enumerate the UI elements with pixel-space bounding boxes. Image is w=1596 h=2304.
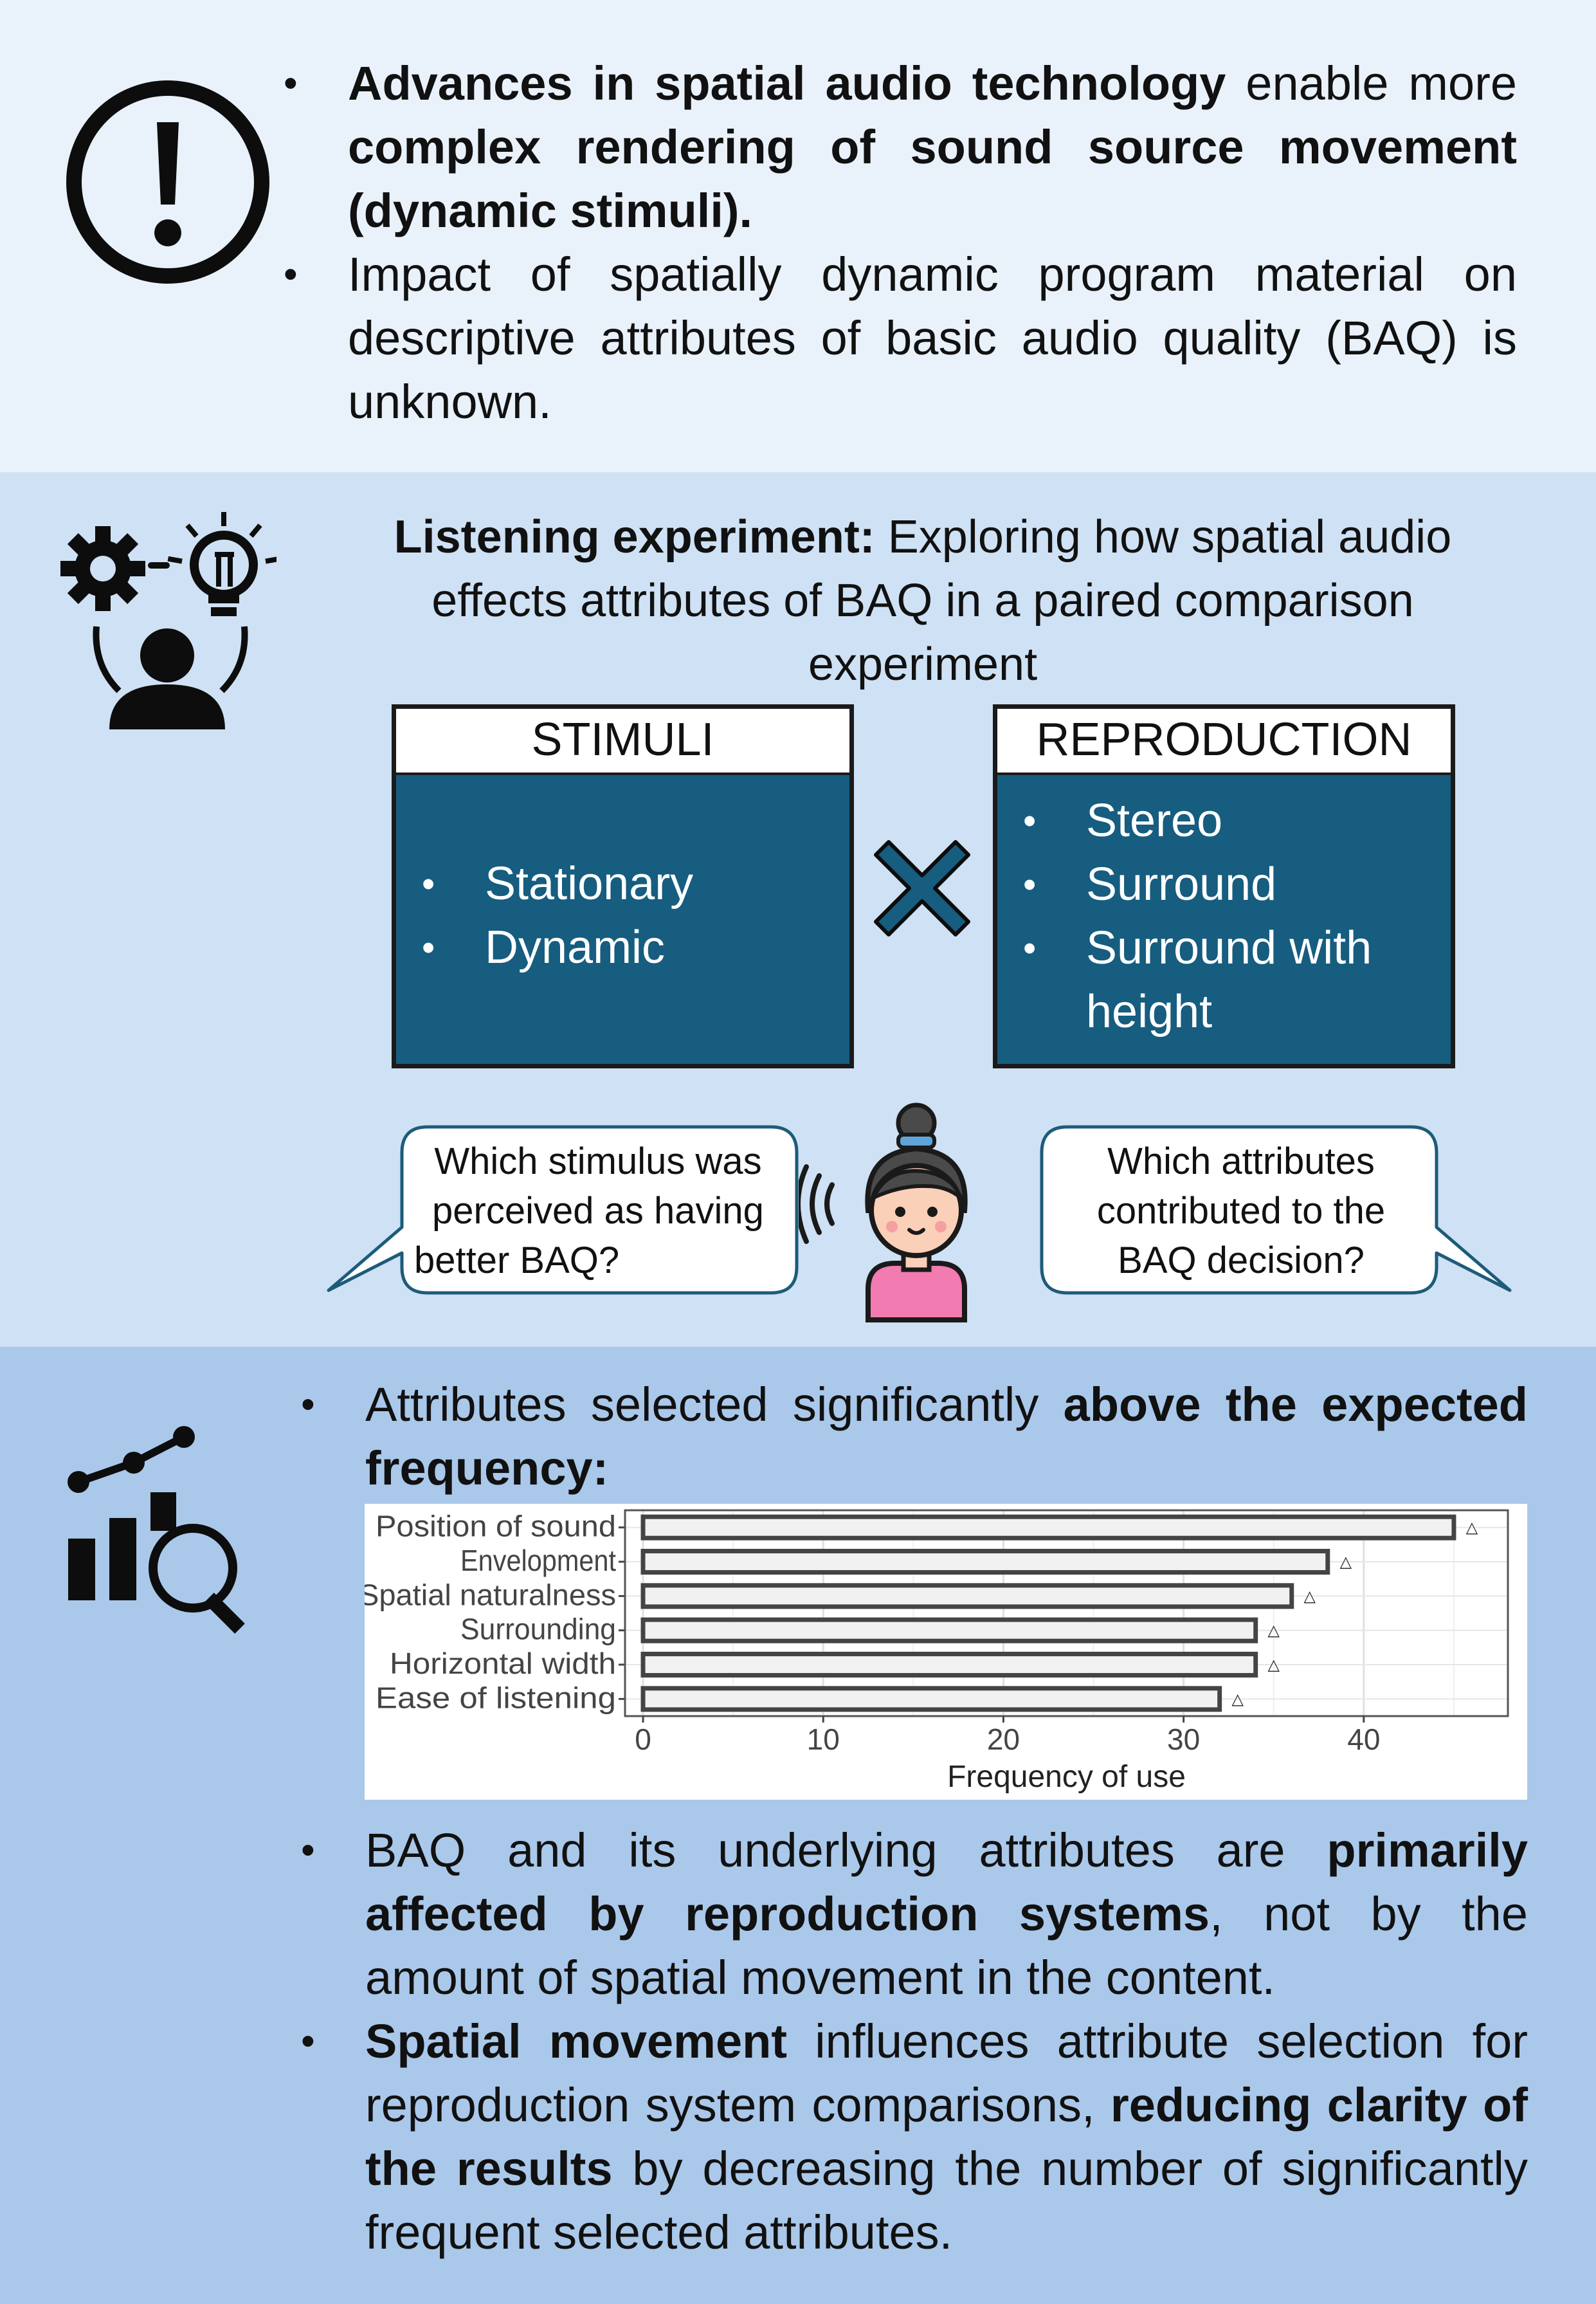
stimuli-item: •Stationary xyxy=(422,858,694,910)
bubble-line: better BAQ? xyxy=(414,1239,620,1281)
x-tick-label: 10 xyxy=(807,1723,840,1756)
bold-text: Spatial movement xyxy=(365,2015,787,2068)
bubble-right-text: Which attributes contributed to the BAQ … xyxy=(1048,1137,1434,1285)
triangle-marker: △ xyxy=(1268,1622,1280,1640)
bar xyxy=(640,1617,1258,1643)
item-label: height xyxy=(1086,986,1213,1038)
results-bullet-3: •Spatial movement influences attribute s… xyxy=(301,2015,1528,2259)
bold-text: reducing clarity of the results xyxy=(365,2078,1528,2195)
bubble-line: perceived as having xyxy=(432,1190,764,1232)
bubble-line: Which attributes xyxy=(1107,1140,1375,1182)
item-label: Surround with xyxy=(1086,922,1372,974)
category-label: Spatial naturalness xyxy=(365,1578,616,1611)
motivation-bullet-1: •Advances in spatial audio technology en… xyxy=(284,57,1517,237)
section-results: •Attributes selected significantly above… xyxy=(0,1347,1596,2304)
triangle-marker: △ xyxy=(1340,1553,1352,1571)
chart-panel xyxy=(625,1510,1508,1716)
stimuli-box: •Stationary •Dynamic xyxy=(392,775,854,1068)
reproduction-item: •Stereo xyxy=(1023,795,1223,846)
text: Exploring how spatial audio effects attr… xyxy=(431,511,1452,690)
x-tick-label: 40 xyxy=(1347,1723,1380,1756)
text: influences attribute selection for repro… xyxy=(365,2015,1528,2132)
section-motivation: •Advances in spatial audio technology en… xyxy=(0,0,1596,473)
text: Attributes selected significantly xyxy=(365,1378,1064,1431)
listener-girl-icon xyxy=(799,1102,968,1322)
frequency-chart: △ Position of sound △ Envelopment △ Spatial n… xyxy=(359,1504,1527,1800)
triangle-marker: △ xyxy=(1231,1690,1244,1708)
text: , not by the amount of spatial movement … xyxy=(365,1887,1528,2004)
bar xyxy=(640,1686,1222,1712)
x-axis-label: Frequency of use xyxy=(947,1760,1186,1794)
bubble-line: BAQ decision? xyxy=(1118,1239,1365,1281)
frequency-chart-svg: △ Position of sound △ Envelopment △ Spatial n… xyxy=(359,1509,1509,1794)
category-label: Position of sound xyxy=(376,1510,616,1543)
chart-magnifier-icon xyxy=(68,1426,245,1634)
stimuli-header: STIMULI xyxy=(392,704,854,775)
text: Impact of spatially dynamic program mate… xyxy=(348,248,1517,428)
speech-bubble-left xyxy=(327,1125,799,1295)
reproduction-box: •Stereo •Surround •Surround with height xyxy=(993,775,1455,1068)
bold-text: complex rendering of sound source moveme… xyxy=(348,120,1517,237)
bar xyxy=(640,1548,1330,1575)
reproduction-item: •Surround xyxy=(1023,859,1277,910)
text: enable more xyxy=(1226,57,1517,110)
bubble-line: Which stimulus was xyxy=(434,1140,762,1182)
text: BAQ and its underlying attributes are xyxy=(365,1824,1327,1877)
category-label: Surrounding xyxy=(460,1613,616,1646)
reproduction-header: REPRODUCTION xyxy=(993,704,1455,775)
category-label: Horizontal width xyxy=(390,1647,616,1680)
bold-text: Listening experiment: xyxy=(394,511,875,563)
bubble-line: contributed to the xyxy=(1096,1190,1386,1232)
motivation-bullet-2: •Impact of spatially dynamic program mat… xyxy=(284,248,1517,428)
x-tick-label: 30 xyxy=(1167,1723,1200,1756)
exclamation-circle-icon xyxy=(66,80,269,284)
x-tick-label: 20 xyxy=(987,1723,1020,1756)
category-label: Ease of listening xyxy=(376,1681,616,1714)
bold-text: primarily affected by reproduction syste… xyxy=(365,1824,1528,1941)
bar xyxy=(640,1583,1294,1609)
results-bullet-1: •Attributes selected significantly above… xyxy=(301,1378,1528,1495)
bar xyxy=(640,1514,1456,1541)
stimuli-item: •Dynamic xyxy=(422,922,666,973)
bubble-left-text: Which stimulus was perceived as having b… xyxy=(405,1137,791,1285)
bold-text: Advances in spatial audio technology xyxy=(348,57,1226,110)
item-label: Stationary xyxy=(485,858,694,910)
triangle-marker: △ xyxy=(1268,1656,1280,1674)
reproduction-item-continued: height xyxy=(1086,980,1212,1044)
speech-bubble-right xyxy=(1040,1125,1512,1295)
gear-lightbulb-person-icon xyxy=(60,512,277,729)
category-label: Envelopment xyxy=(460,1544,616,1577)
item-label: Dynamic xyxy=(485,922,666,973)
results-bullet-2: •BAQ and its underlying attributes are p… xyxy=(301,1824,1528,2004)
item-label: Surround xyxy=(1086,859,1277,910)
bar xyxy=(640,1651,1258,1678)
multiply-cross-icon xyxy=(874,840,970,937)
triangle-marker: △ xyxy=(1304,1587,1316,1605)
x-tick-label: 0 xyxy=(635,1723,651,1756)
reproduction-item: •Surround with xyxy=(1023,922,1372,974)
triangle-marker: △ xyxy=(1466,1519,1478,1537)
experiment-title: Listening experiment: Exploring how spat… xyxy=(334,506,1511,697)
text: by decreasing the number of significantl… xyxy=(365,2142,1528,2259)
chart-border xyxy=(624,1509,1509,1717)
section-experiment: Listening experiment: Exploring how spat… xyxy=(0,473,1596,1347)
item-label: Stereo xyxy=(1086,795,1223,846)
bold-text: above the expected frequency: xyxy=(365,1378,1528,1495)
